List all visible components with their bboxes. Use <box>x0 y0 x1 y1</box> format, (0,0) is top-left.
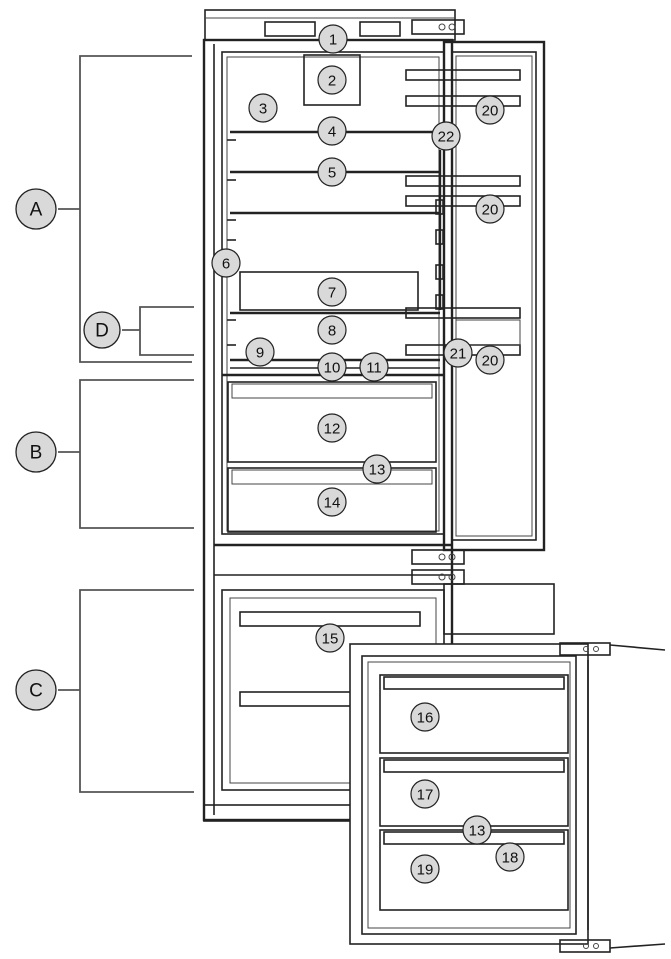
callout-15: 15 <box>315 623 345 653</box>
callout-20-middle: 20 <box>475 194 505 224</box>
callout-label: 20 <box>482 353 499 370</box>
callout-label: 9 <box>256 345 264 362</box>
section-d-label: D <box>95 321 109 342</box>
callout-21: 21 <box>443 338 473 368</box>
callout-label: 10 <box>324 360 341 377</box>
callout-4: 4 <box>317 116 347 146</box>
section-b-marker: B <box>15 431 57 473</box>
callouts: 1 2 3 4 5 6 7 8 9 10 11 12 13 14 15 16 1… <box>211 24 525 884</box>
callout-13: 13 <box>362 454 392 484</box>
callout-label: 20 <box>482 202 499 219</box>
section-b-label: B <box>30 443 43 464</box>
callout-14: 14 <box>317 487 347 517</box>
section-c-label: C <box>29 681 43 702</box>
callout-label: 17 <box>417 787 434 804</box>
callout-2: 2 <box>317 65 347 95</box>
callout-1: 1 <box>318 24 348 54</box>
callout-label: 3 <box>259 101 267 118</box>
callout-label: 18 <box>502 850 519 867</box>
fridge-door <box>405 19 555 635</box>
section-markers: A B C D <box>15 188 121 711</box>
callout-label: 22 <box>438 129 455 146</box>
callout-label: 20 <box>482 103 499 120</box>
callout-label: 19 <box>417 862 434 879</box>
callout-label: 21 <box>450 346 467 363</box>
callout-11: 11 <box>359 352 389 382</box>
callout-20-top: 20 <box>475 95 505 125</box>
section-a-label: A <box>30 200 43 221</box>
callout-label: 2 <box>328 73 336 90</box>
callout-7: 7 <box>317 277 347 307</box>
callout-17: 17 <box>410 779 440 809</box>
bracket-c <box>79 589 194 793</box>
callout-label: 16 <box>417 710 434 727</box>
callout-label: 8 <box>328 323 336 340</box>
callout-label: 7 <box>328 285 336 302</box>
callout-label: 13 <box>469 823 486 840</box>
callout-label: 15 <box>322 631 339 648</box>
freezer-detail-inset <box>349 642 666 953</box>
callout-22: 22 <box>431 121 461 151</box>
callout-label: 14 <box>324 495 341 512</box>
bracket-b <box>79 379 194 529</box>
bracket-d <box>139 306 194 356</box>
callout-8: 8 <box>317 315 347 345</box>
callout-20-bottom: 20 <box>475 345 505 375</box>
callout-label: 6 <box>222 256 230 273</box>
callout-13-freezer: 13 <box>462 815 492 845</box>
callout-6: 6 <box>211 248 241 278</box>
callout-label: 13 <box>369 462 386 479</box>
callout-10: 10 <box>317 352 347 382</box>
callout-5: 5 <box>317 157 347 187</box>
callout-3: 3 <box>248 93 278 123</box>
section-a-marker: A <box>15 188 57 230</box>
section-c-marker: C <box>15 669 57 711</box>
callout-12: 12 <box>317 413 347 443</box>
callout-label: 12 <box>324 421 341 438</box>
callout-label: 11 <box>366 360 382 377</box>
callout-9: 9 <box>245 337 275 367</box>
callout-label: 5 <box>328 165 336 182</box>
section-d-marker: D <box>83 311 121 349</box>
callout-label: 4 <box>328 124 336 141</box>
callout-label: 1 <box>329 32 337 49</box>
callout-16: 16 <box>410 702 440 732</box>
callout-18: 18 <box>495 842 525 872</box>
callout-19: 19 <box>410 854 440 884</box>
section-brackets <box>58 55 194 793</box>
